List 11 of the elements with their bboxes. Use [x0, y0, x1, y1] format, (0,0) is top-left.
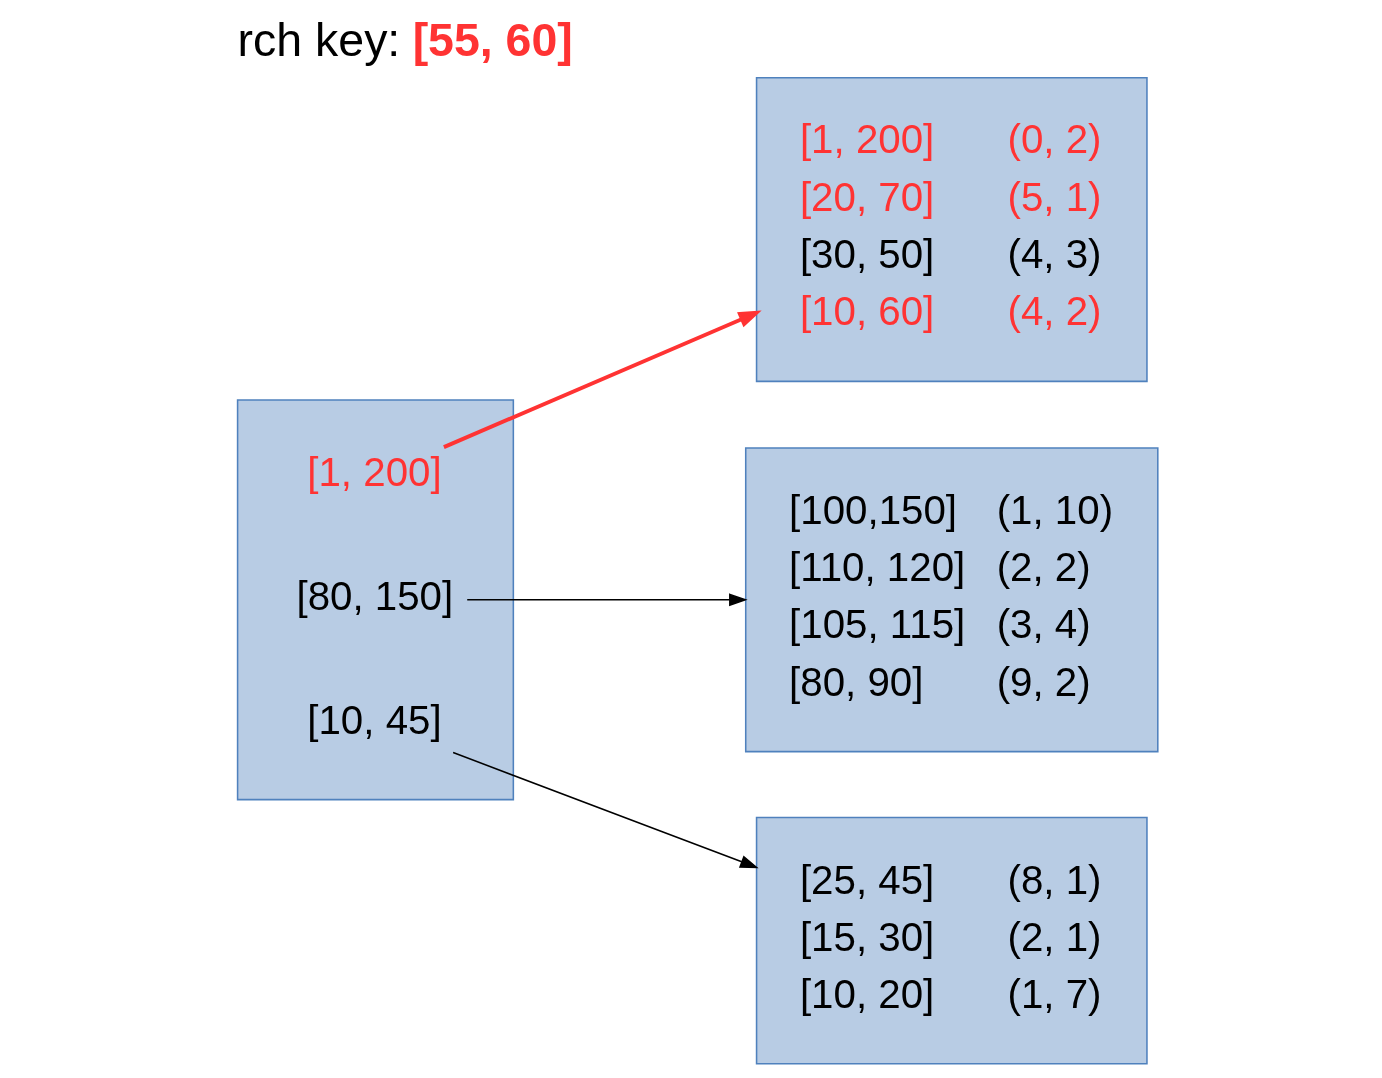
diagram-title: rch key: [55, 60]	[237, 14, 573, 67]
node-box: [100,150] (1, 10) [110, 120] (2, 2) [105, 115] (3, 4) [80, 90] (9, 2)	[744, 447, 1159, 753]
node-text: [1, 200]	[306, 449, 442, 495]
node-box: [25, 45] (8, 1) [15, 30] (2, 1) [10, 20] (1, 7)	[755, 816, 1148, 1065]
node-text: [80, 150]	[295, 573, 453, 619]
node-box: [1, 200] (0, 2) [20, 70] (5, 1) [30, 50] (4, 3) [10, 60] (4, 2)	[755, 76, 1148, 383]
arrow	[451, 751, 759, 869]
arrow	[465, 593, 748, 607]
arrow	[442, 310, 762, 449]
node-text: [10, 45]	[306, 697, 442, 743]
cluster	[236, 399, 514, 801]
